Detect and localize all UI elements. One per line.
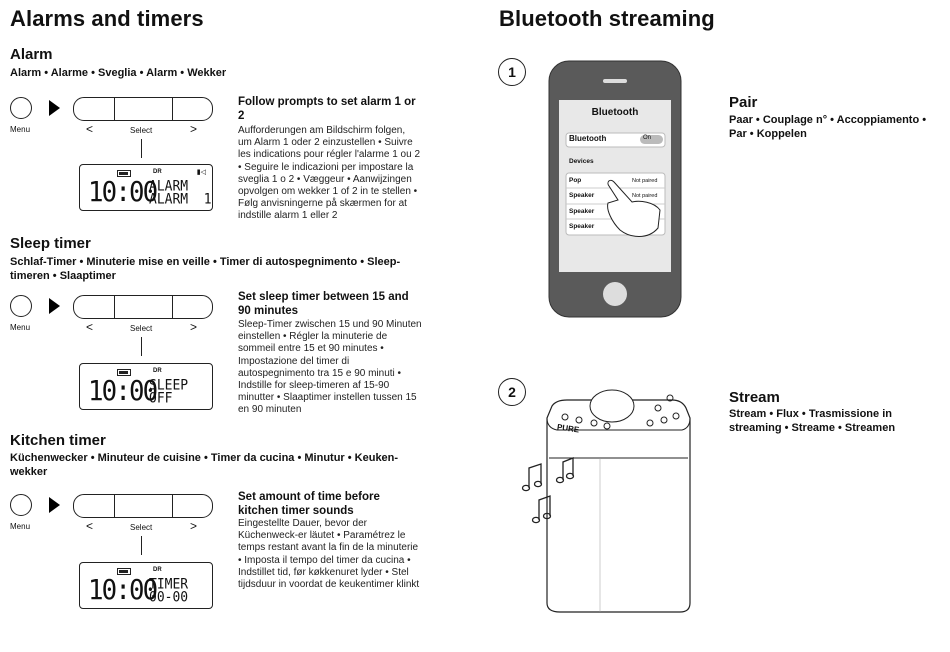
kitchen-heading: Kitchen timer <box>10 432 106 449</box>
lcd-display-kitchen: DR 10:00 TIMER 00-00 <box>79 562 213 609</box>
lcd-line2: OFF <box>149 390 173 407</box>
chevron-right-icon[interactable]: > <box>190 519 198 533</box>
alarm-instruction-title: Follow prompts to set alarm 1 or 2 <box>238 96 416 122</box>
phone-screen-title: Bluetooth <box>591 107 639 118</box>
sleep-instruction-title: Set sleep timer between 15 and 90 minute… <box>238 291 409 317</box>
kitchen-instruction-title: Set amount of time before kitchen timer … <box>238 491 380 517</box>
pair-heading: Pair <box>729 94 758 111</box>
radio-button-bar[interactable] <box>73 97 213 121</box>
lcd-line2: ALARM 1 <box>149 191 212 208</box>
step-1-badge: 1 <box>498 58 526 86</box>
connector-line <box>141 337 142 356</box>
devices-label: Devices <box>569 158 594 165</box>
alarm-subtitle: Alarm • Alarme • Sveglia • Alarm • Wekke… <box>10 67 227 79</box>
stream-heading: Stream <box>729 389 780 406</box>
chevron-left-icon[interactable]: < <box>86 519 94 533</box>
play-arrow-icon <box>49 497 60 513</box>
lcd-line1: ALARM <box>149 178 189 195</box>
speaker-illustration <box>521 389 691 613</box>
radio-button-bar[interactable] <box>73 494 213 518</box>
stream-subtitle: Stream • Flux • Trasmissione in streamin… <box>729 408 896 434</box>
lcd-dr-label: DR <box>153 567 162 573</box>
select-label: Select <box>130 324 153 333</box>
menu-button[interactable] <box>10 295 32 317</box>
alarm-heading: Alarm <box>10 46 53 63</box>
step-2-badge: 2 <box>498 378 526 406</box>
kitchen-instruction-body: Eingestellte Dauer, bevor der Küchenweck… <box>238 518 420 591</box>
smartphone-illustration <box>548 60 682 318</box>
sleep-heading: Sleep timer <box>10 235 91 252</box>
device-status: Not paired <box>632 178 658 184</box>
bluetooth-toggle[interactable]: On <box>643 135 652 141</box>
sleep-instruction-body: Sleep-Timer zwischen 15 und 90 Minuten e… <box>238 319 422 416</box>
battery-icon <box>117 568 131 575</box>
radio-button-bar[interactable] <box>73 295 213 319</box>
play-arrow-icon <box>49 298 60 314</box>
kitchen-subtitle: Küchenwecker • Minuteur de cuisine • Tim… <box>10 452 399 478</box>
lcd-time: 10:00 <box>88 175 158 208</box>
lcd-time: 10:00 <box>88 573 158 606</box>
lcd-line1: TIMER <box>149 576 189 593</box>
chevron-right-icon[interactable]: > <box>190 320 198 334</box>
music-notes-icon <box>521 457 575 524</box>
select-label: Select <box>130 126 153 135</box>
lcd-time: 10:00 <box>88 374 158 407</box>
menu-label: Menu <box>10 323 31 332</box>
menu-label: Menu <box>10 522 31 531</box>
lcd-line2: 00-00 <box>149 589 189 606</box>
device-name[interactable]: Speaker <box>569 223 595 230</box>
chevron-left-icon[interactable]: < <box>86 122 94 136</box>
lcd-dr-label: DR <box>153 169 162 175</box>
lcd-display-alarm: DR ▮◁ 10:00 ALARM ALARM 1 <box>79 164 213 211</box>
alarm-instruction-body: Aufforderungen am Bildschirm folgen, um … <box>238 125 421 222</box>
menu-button[interactable] <box>10 494 32 516</box>
device-name[interactable]: Pop <box>569 177 582 184</box>
chevron-right-icon[interactable]: > <box>190 122 198 136</box>
pair-subtitle: Paar • Couplage n° • Accoppiamento • Par… <box>729 114 927 140</box>
device-name[interactable]: Speaker <box>569 208 595 215</box>
lcd-line1: SLEEP <box>149 377 189 394</box>
chevron-left-icon[interactable]: < <box>86 320 94 334</box>
sleep-subtitle: Schlaf-Timer • Minuterie mise en veille … <box>10 256 401 282</box>
page-title-left: Alarms and timers <box>10 6 204 31</box>
lcd-dr-label: DR <box>153 368 162 374</box>
bluetooth-toggle-label: Bluetooth <box>569 134 607 143</box>
device-status: Not paired <box>632 193 658 199</box>
device-name[interactable]: Speaker <box>569 192 595 199</box>
battery-icon <box>117 170 131 177</box>
page-title-right: Bluetooth streaming <box>499 6 715 31</box>
signal-icon: ▮◁ <box>196 169 206 176</box>
menu-button[interactable] <box>10 97 32 119</box>
select-label: Select <box>130 523 153 532</box>
connector-line <box>141 139 142 158</box>
play-arrow-icon <box>49 100 60 116</box>
menu-label: Menu <box>10 125 31 134</box>
connector-line <box>141 536 142 555</box>
lcd-display-sleep: DR 10:00 SLEEP OFF <box>79 363 213 410</box>
battery-icon <box>117 369 131 376</box>
